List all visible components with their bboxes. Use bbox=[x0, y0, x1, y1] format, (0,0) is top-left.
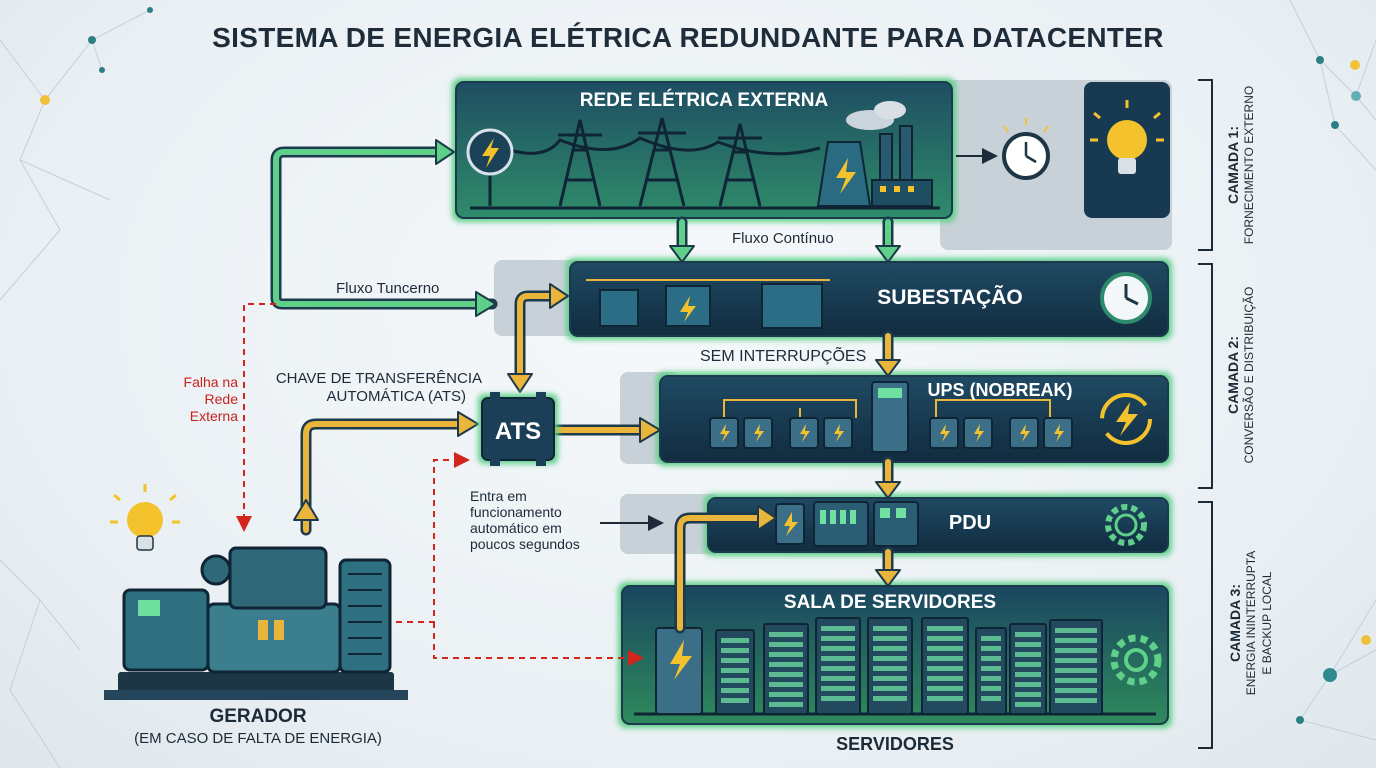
generator-to-ats-arrow bbox=[293, 411, 479, 536]
server-gear-icon bbox=[1110, 634, 1162, 686]
layer-1-label: CAMADA 1: FORNECIMENTO EXTERNO bbox=[1225, 75, 1259, 255]
substation-panel bbox=[566, 258, 1172, 340]
ats-box bbox=[478, 392, 558, 466]
auto-label-line4: poucos segundos bbox=[470, 536, 580, 552]
ups-cabinet-icon bbox=[871, 381, 909, 453]
layer-1-title: CAMADA 1: bbox=[1225, 125, 1241, 205]
server-rack-icon bbox=[715, 629, 755, 715]
layer-2-label: CAMADA 2: CONVERSÃO E DISTRIBUIÇÃO bbox=[1225, 273, 1259, 477]
substation-to-ups-arrow bbox=[875, 330, 901, 377]
generator-bulb-icon bbox=[110, 484, 180, 551]
layer-brackets bbox=[1198, 79, 1213, 749]
ats-label-line1: CHAVE DE TRANSFERÊNCIA bbox=[275, 370, 482, 387]
background-nodes bbox=[40, 7, 1371, 724]
recycle-bolt-icon bbox=[1100, 393, 1152, 445]
pdu-title: PDU bbox=[948, 512, 992, 534]
clock-icon bbox=[1002, 118, 1050, 180]
layer-2-subtitle: CONVERSÃO E DISTRIBUIÇÃO bbox=[1242, 286, 1256, 464]
servers-label: SERVIDORES bbox=[836, 734, 954, 754]
generator-icon bbox=[104, 546, 408, 700]
layer-3-title: CAMADA 3: bbox=[1227, 583, 1243, 663]
battery-icon bbox=[1009, 417, 1039, 449]
pdu-to-room-arrow bbox=[875, 546, 901, 587]
failure-dashed-lines bbox=[236, 303, 644, 666]
bulb-panel bbox=[1084, 82, 1170, 218]
generator-label: GERADOR bbox=[209, 706, 307, 727]
pdu-panel bbox=[704, 494, 1172, 556]
generator-sublabel: (EM CASO DE FALTA DE ENERGIA) bbox=[134, 730, 382, 747]
page-title: SISTEMA DE ENERGIA ELÉTRICA REDUNDANTE P… bbox=[212, 22, 1164, 53]
ats-title: ATS bbox=[494, 418, 542, 445]
server-rack-icon bbox=[1009, 623, 1047, 715]
failure-label-line1: Falha na bbox=[183, 374, 238, 390]
battery-icon bbox=[823, 417, 853, 449]
no-interruptions-label: SEM INTERRUPÇÕES bbox=[700, 348, 867, 365]
battery-icon bbox=[1043, 417, 1073, 449]
layer-1-subtitle: FORNECIMENTO EXTERNO bbox=[1242, 85, 1256, 245]
battery-icon bbox=[789, 417, 819, 449]
failure-label-line2: Rede bbox=[204, 391, 238, 407]
grid-to-substation-arrow-1 bbox=[669, 216, 695, 263]
server-rack-icon bbox=[867, 617, 913, 715]
layer-3-subtitle-1: ENERGIA ININTERRUPTA bbox=[1244, 550, 1258, 696]
server-rack-icon bbox=[763, 623, 809, 715]
server-rack-icon bbox=[975, 627, 1007, 715]
grid-to-substation-arrow-2 bbox=[875, 216, 901, 263]
grid-panel bbox=[452, 78, 956, 222]
flow-continuous-label: Fluxo Contínuo bbox=[732, 230, 834, 247]
battery-icon bbox=[929, 417, 959, 449]
layer-3-subtitle-2: E BACKUP LOCAL bbox=[1260, 571, 1274, 675]
ats-to-ups-arrow bbox=[550, 417, 661, 443]
ups-to-pdu-arrow bbox=[875, 456, 901, 499]
failure-label-line3: Externa bbox=[189, 408, 238, 424]
server-rack-icon bbox=[815, 617, 861, 715]
room-to-pdu-arrow bbox=[674, 505, 777, 634]
server-rack-icon bbox=[921, 617, 969, 715]
battery-icon bbox=[963, 417, 993, 449]
battery-icon bbox=[709, 417, 739, 449]
flow-arrows bbox=[270, 139, 901, 634]
ups-panel bbox=[656, 372, 1172, 466]
server-room-title: SALA DE SERVIDORES bbox=[783, 592, 997, 613]
gear-power-icon bbox=[1105, 504, 1147, 546]
grid-title: REDE ELÉTRICA EXTERNA bbox=[579, 90, 829, 111]
auto-label-line3: automático em bbox=[470, 520, 562, 536]
auto-label-line1: Entra em bbox=[470, 488, 527, 504]
flow-other-label: Fluxo Tuncerno bbox=[336, 280, 440, 297]
layer-2-title: CAMADA 2: bbox=[1225, 335, 1241, 415]
ats-label-line2: AUTOMÁTICA (ATS) bbox=[326, 388, 466, 405]
ups-title: UPS (NOBREAK) bbox=[927, 380, 1073, 400]
substation-title: SUBESTAÇÃO bbox=[877, 286, 1023, 309]
battery-icon bbox=[743, 417, 773, 449]
lightbulb-icon bbox=[1107, 120, 1147, 160]
substation-clock-icon bbox=[1100, 272, 1152, 324]
server-room-panel bbox=[618, 582, 1172, 728]
substation-to-ats-arrow bbox=[507, 283, 569, 393]
layer-3-label: CAMADA 3: ENERGIA ININTERRUPTA E BACKUP … bbox=[1227, 523, 1277, 723]
loop-arrow-to-grid bbox=[270, 139, 498, 317]
power-plant-icon bbox=[816, 101, 933, 207]
auto-label-line2: funcionamento bbox=[470, 504, 562, 520]
server-rack-icon bbox=[1049, 619, 1103, 715]
